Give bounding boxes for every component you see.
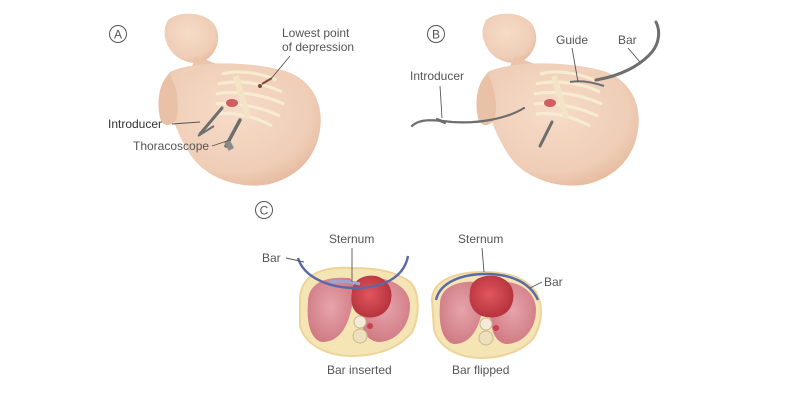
panel-a: A — [108, 13, 354, 186]
label-bar-left: Bar — [262, 251, 281, 265]
label-introducer-b: Introducer — [410, 69, 464, 83]
leader-lowest-point — [269, 55, 291, 81]
bar-flipped — [434, 272, 540, 301]
caption-bar-flipped: Bar flipped — [452, 363, 509, 377]
label-sternum-left: Sternum — [329, 232, 374, 246]
bar-instrument-b — [594, 20, 661, 82]
panel-a-letter-text: A — [114, 28, 122, 42]
panel-c-letter-text: C — [260, 204, 269, 218]
label-sternum-right: Sternum — [458, 232, 503, 246]
leader-bar-left — [285, 257, 305, 263]
leader-sternum-right — [481, 247, 485, 273]
caption-bar-inserted: Bar inserted — [327, 363, 392, 377]
cross-section-inserted — [296, 255, 419, 358]
panel-b: B Introducer — [410, 13, 661, 186]
panel-b-letter: B — [427, 25, 445, 43]
introducer-grip-b — [435, 117, 447, 125]
torso-illustration-a — [158, 13, 321, 186]
label-thoracoscope: Thoracoscope — [133, 139, 209, 153]
label-lowest-point-line2: of depression — [282, 40, 354, 54]
label-introducer-a: Introducer — [108, 117, 162, 131]
leader-guide — [571, 47, 579, 83]
cross-section-flipped — [430, 270, 542, 360]
leader-thoracoscope — [211, 139, 231, 147]
panel-c: C Sternum Bar Bar inserted — [255, 201, 563, 377]
panel-c-letter: C — [255, 201, 273, 219]
introducer-instrument-b — [410, 106, 526, 128]
bar-inserted — [296, 255, 410, 290]
label-guide: Guide — [556, 33, 588, 47]
label-bar-right: Bar — [544, 275, 563, 289]
leader-introducer-a — [171, 121, 201, 125]
torso-illustration-b — [476, 13, 639, 186]
leader-bar-b — [627, 47, 641, 63]
leader-bar-right — [529, 281, 543, 289]
label-lowest-point-line1: Lowest point — [282, 26, 350, 40]
label-bar-b: Bar — [618, 33, 637, 47]
leader-introducer-b — [439, 85, 443, 119]
panel-a-letter: A — [109, 25, 127, 43]
panel-b-letter-text: B — [432, 28, 440, 42]
